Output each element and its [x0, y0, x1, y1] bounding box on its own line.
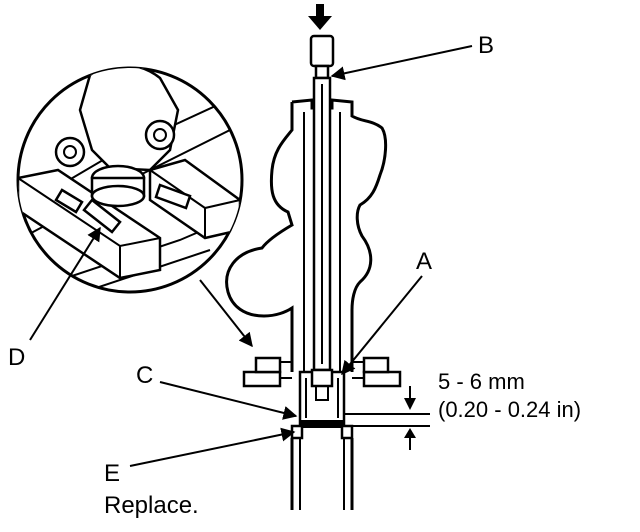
callout-d: D [8, 344, 26, 371]
strut-housing [225, 98, 388, 372]
oil-seal [300, 420, 344, 428]
strut-inner-wall [303, 112, 341, 372]
callout-b: B [478, 32, 495, 59]
leader-b [330, 45, 473, 81]
support-block-right [352, 356, 402, 388]
detail-circle [16, 66, 244, 294]
rod-nut [310, 368, 334, 388]
dimension-mm: 5 - 6 mm [438, 369, 525, 394]
leader-d [29, 226, 101, 341]
callout-e: E [104, 460, 121, 487]
callout-a: A [416, 248, 433, 275]
leader-e [129, 427, 296, 467]
press-tool-neck [314, 64, 330, 80]
leader-c [159, 381, 298, 420]
dimension-in: (0.20 - 0.24 in) [438, 397, 582, 422]
press-arrow-icon [308, 4, 332, 30]
leader-a [341, 275, 423, 376]
lower-tube [290, 438, 354, 510]
detail-leader-arrow [199, 279, 253, 348]
support-block-left [242, 356, 292, 388]
press-tool-head [309, 34, 335, 68]
dimension-marker [344, 386, 430, 450]
callout-c: C [136, 362, 154, 389]
replace-note: Replace. [104, 492, 199, 519]
